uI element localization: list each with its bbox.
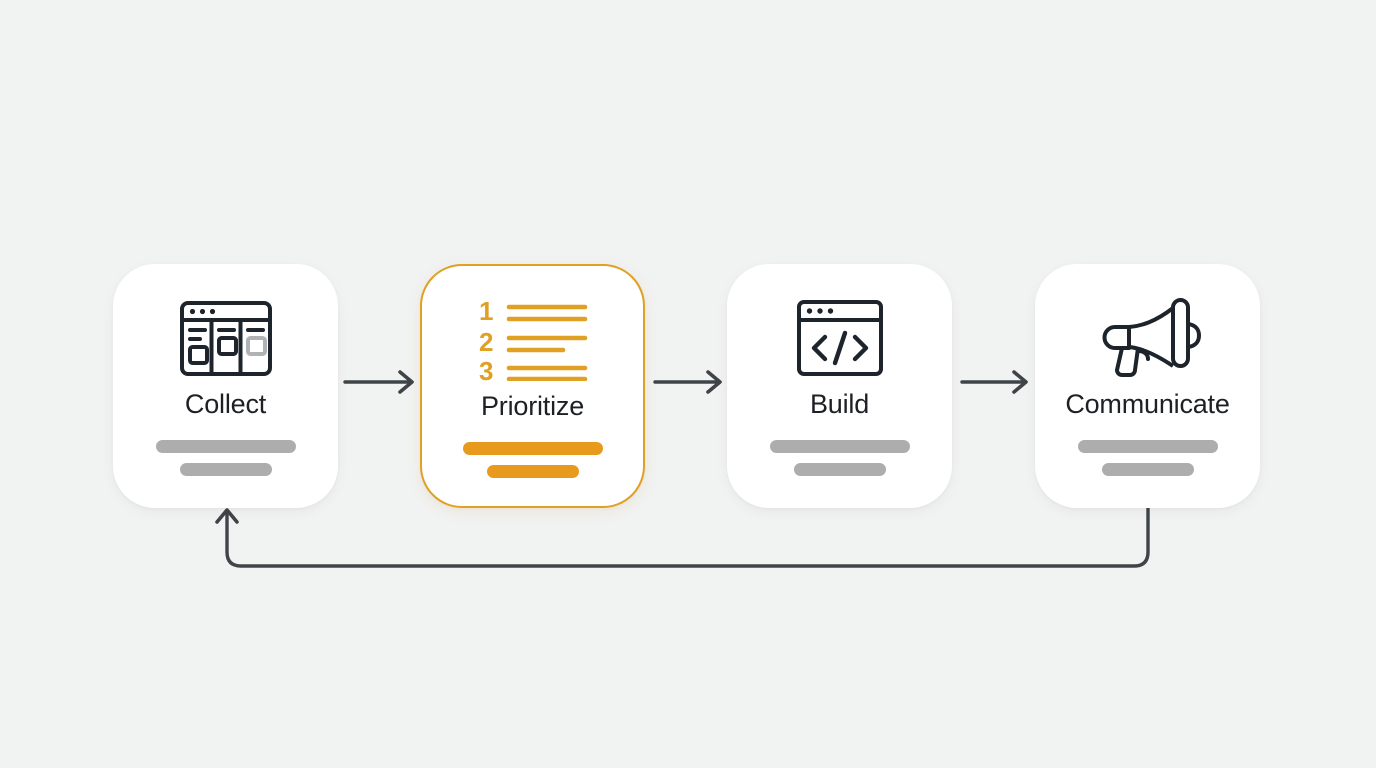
list-number-2: 2 [479,327,493,357]
placeholder-bar-short [179,463,272,476]
placeholder-bars [422,442,643,478]
connector-communicate-to-collect [215,496,1150,568]
connector-collect-to-prioritize [343,370,414,394]
placeholder-bar-short [793,463,886,476]
step-card-collect[interactable]: Collect [113,264,338,508]
placeholder-bar-long [155,440,296,453]
megaphone-icon [1095,286,1201,390]
placeholder-bar-short [486,465,579,478]
connector-prioritize-to-build [653,370,722,394]
step-label-build: Build [809,389,870,419]
connector-build-to-communicate [960,370,1028,394]
step-card-prioritize[interactable]: 1 2 3 Prioritize [420,264,645,508]
step-card-communicate[interactable]: Communicate [1035,264,1260,508]
placeholder-bars [727,440,952,476]
placeholder-bar-long [462,442,603,455]
code-window-icon [795,286,885,390]
placeholder-bar-short [1101,463,1194,476]
placeholder-bars [113,440,338,476]
placeholder-bar-long [1077,440,1218,453]
step-label-collect: Collect [184,389,267,419]
step-card-build[interactable]: Build [727,264,952,508]
numbered-list-icon: 1 2 3 [477,288,589,392]
placeholder-bars [1035,440,1260,476]
placeholder-bar-long [769,440,910,453]
list-number-1: 1 [479,299,493,326]
step-label-communicate: Communicate [1065,389,1230,419]
step-label-prioritize: Prioritize [480,391,585,421]
kanban-board-icon [178,286,274,390]
list-number-3: 3 [479,356,493,381]
